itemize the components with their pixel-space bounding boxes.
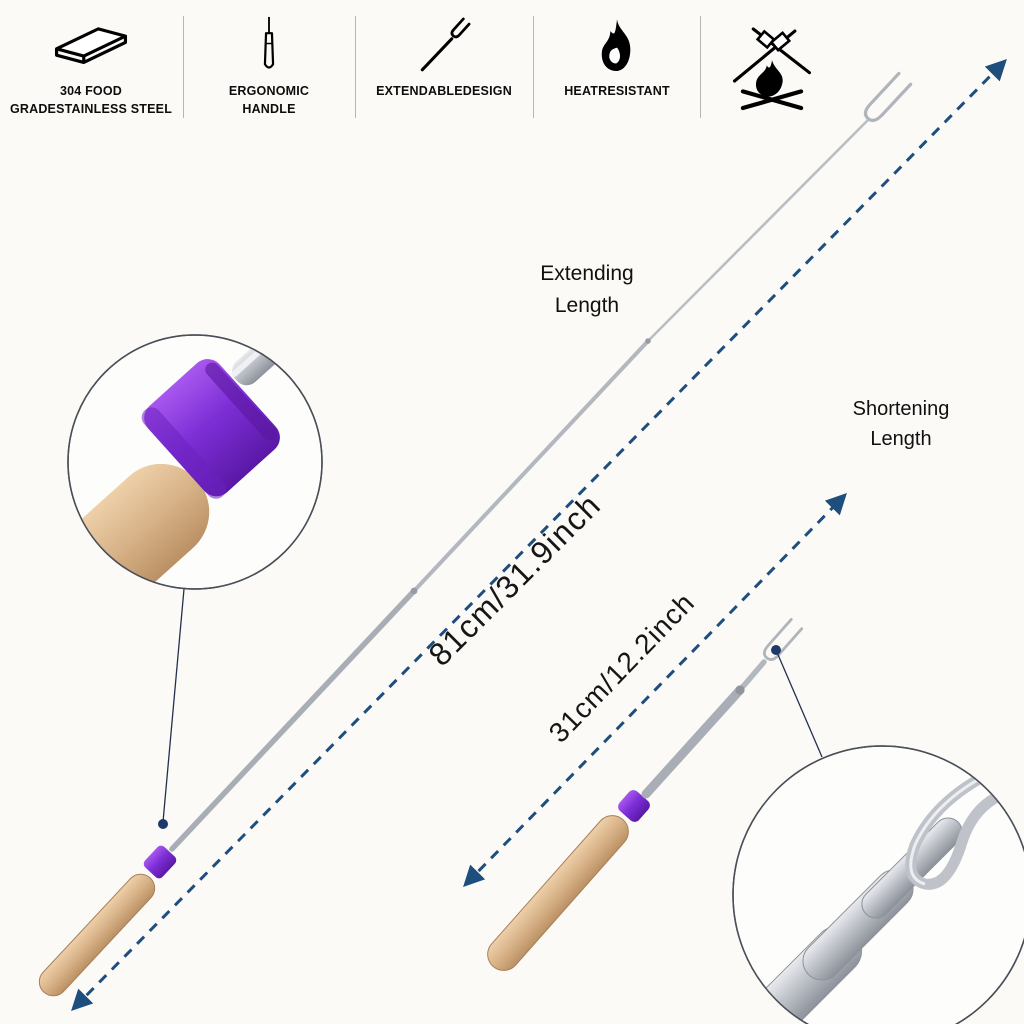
rod-joint xyxy=(645,338,651,344)
telescopic-rod-segment xyxy=(646,118,870,343)
telescopic-rod-segment xyxy=(169,588,417,852)
fork-detail-callout xyxy=(732,645,1024,1024)
feature-label: ERGONOMIC HANDLE xyxy=(191,83,347,118)
feature-label-line: HANDLE xyxy=(242,101,296,116)
rod-joint xyxy=(735,685,745,695)
callout-pointer-line xyxy=(775,649,823,758)
extending-length-label: Extending Length xyxy=(540,262,634,317)
feature-campfire xyxy=(710,10,834,118)
feature-label-line: HEATRESISTANT xyxy=(564,84,670,98)
feature-label: HEATRESISTANT xyxy=(541,83,693,101)
feature-ergonomic-handle: ERGONOMIC HANDLE xyxy=(191,10,347,118)
feature-label-line: ERGONOMIC xyxy=(228,84,310,98)
fork-prongs-long xyxy=(863,71,913,123)
rod-joint xyxy=(410,587,418,595)
purple-collar-closeup xyxy=(141,359,280,499)
rod-closeup xyxy=(231,335,322,386)
handle-icon xyxy=(191,10,347,76)
feature-divider xyxy=(355,16,356,118)
wooden-handle-short xyxy=(487,815,629,971)
steel-bar-icon xyxy=(8,10,174,76)
feature-extendable-design: EXTENDABLEDESIGN xyxy=(363,10,525,101)
feature-stainless-steel: 304 FOOD GRADESTAINLESS STEEL xyxy=(8,10,174,118)
handle-detail-callout xyxy=(67,334,323,829)
wooden-handle-long xyxy=(38,873,156,997)
feature-heat-resistant: HEATRESISTANT xyxy=(541,10,693,101)
collapsed-length-arrow xyxy=(463,492,847,888)
telescopic-rod-segment xyxy=(641,685,745,799)
feature-divider xyxy=(700,16,701,118)
feature-divider xyxy=(533,16,534,118)
fork-prongs-short xyxy=(763,618,804,661)
feature-label: EXTENDABLEDESIGN xyxy=(363,83,525,101)
feature-label-line: GRADESTAINLESS STEEL xyxy=(9,101,173,116)
shortening-length-label: Shortening Length xyxy=(852,398,950,450)
feature-bar: 304 FOOD GRADESTAINLESS STEEL ERGONOMIC … xyxy=(0,0,860,138)
telescopic-rod-segment xyxy=(737,659,767,693)
feature-label-line: EXTENDABLEDESIGN xyxy=(376,84,512,98)
flame-icon xyxy=(541,10,693,76)
campfire-icon xyxy=(710,10,834,118)
feature-label: 304 FOOD GRADESTAINLESS STEEL xyxy=(8,83,174,118)
feature-label-line: 304 FOOD xyxy=(59,84,123,98)
callout-anchor-dot xyxy=(771,645,781,655)
extendable-fork-icon xyxy=(363,10,525,76)
callout-anchor-dot xyxy=(158,819,168,829)
feature-divider xyxy=(183,16,184,118)
callout-pointer-line xyxy=(162,588,185,823)
extended-length-arrow xyxy=(71,59,1007,1011)
